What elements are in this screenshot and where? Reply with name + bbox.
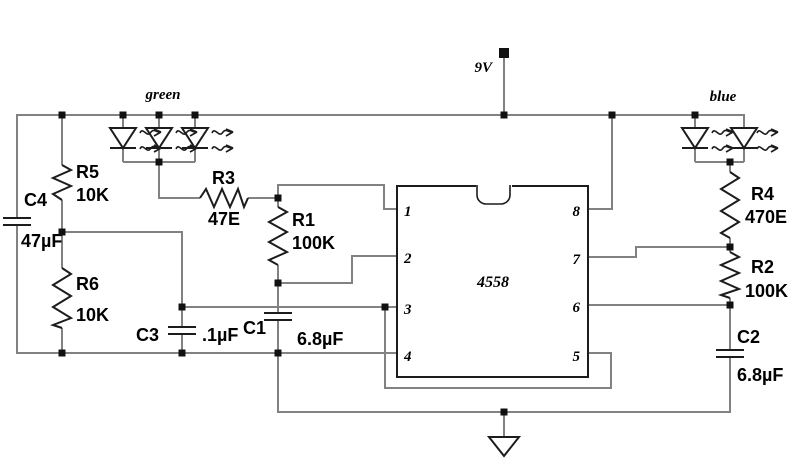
junction-dot bbox=[500, 111, 508, 119]
light-arrow-icon bbox=[175, 144, 198, 153]
light-arrow-icon bbox=[711, 144, 734, 153]
junction-dot bbox=[726, 243, 734, 251]
green-led-cluster: green bbox=[109, 87, 234, 153]
wire-green-led-cathode bbox=[122, 148, 200, 199]
wire-ground-rail bbox=[277, 353, 731, 437]
ic-pin-7: 7 bbox=[573, 252, 581, 268]
value-r3: 47E bbox=[208, 209, 240, 229]
resistors: R5 10K R6 10K R3 47E R1 100K R4 470E R2 … bbox=[50, 162, 788, 329]
value-r5: 10K bbox=[76, 185, 109, 205]
junction-dot bbox=[726, 301, 734, 309]
junction-dot bbox=[274, 349, 282, 357]
resistor-r3 bbox=[199, 186, 249, 210]
junction-dot bbox=[58, 349, 66, 357]
label-c3: C3 bbox=[136, 325, 159, 345]
capacitor-c3 bbox=[168, 326, 196, 335]
label-r3: R3 bbox=[212, 168, 235, 188]
ic-pin-5: 5 bbox=[573, 349, 581, 365]
light-arrow-icon bbox=[139, 144, 162, 153]
junction-dot bbox=[178, 349, 186, 357]
ground-symbol bbox=[486, 436, 522, 458]
light-arrow-icon bbox=[756, 128, 779, 137]
light-arrow-icon bbox=[711, 128, 734, 137]
green-led-label: green bbox=[145, 87, 181, 103]
label-r2: R2 bbox=[751, 257, 774, 277]
wire-bottom-left-rail bbox=[16, 225, 397, 354]
value-c4: 47µF bbox=[21, 231, 62, 251]
power-terminal-square bbox=[499, 48, 509, 58]
wire-r2-c2-pin6 bbox=[588, 298, 731, 350]
junction-dot bbox=[178, 303, 186, 311]
capacitors: C4 47µF C3 .1µF C1 6.8µF C2 6.8µF bbox=[3, 190, 783, 385]
ic-pin-3: 3 bbox=[403, 302, 412, 318]
value-r4: 470E bbox=[745, 207, 787, 227]
junction-dot bbox=[500, 408, 508, 416]
junction-dot bbox=[381, 303, 389, 311]
value-c3: .1µF bbox=[202, 325, 238, 345]
value-c1: 6.8µF bbox=[297, 329, 343, 349]
ic-pin-6: 6 bbox=[573, 300, 581, 316]
resistor-r2 bbox=[717, 251, 742, 299]
label-r5: R5 bbox=[76, 162, 99, 182]
label-c2: C2 bbox=[737, 327, 760, 347]
ic-notch bbox=[476, 185, 511, 205]
capacitor-c2 bbox=[716, 349, 744, 358]
junction-dot bbox=[155, 158, 163, 166]
light-arrow-icon bbox=[756, 144, 779, 153]
ic-part-number: 4558 bbox=[476, 274, 509, 291]
power-9v: 9V bbox=[474, 48, 509, 76]
green-led-1 bbox=[109, 127, 137, 149]
wire-r1-c1-pin2 bbox=[277, 255, 397, 313]
junction-dot bbox=[608, 111, 616, 119]
wire-blue-led-cathode bbox=[694, 148, 745, 172]
label-c4: C4 bbox=[24, 190, 47, 210]
label-r6: R6 bbox=[76, 274, 99, 294]
label-c1: C1 bbox=[243, 318, 266, 338]
junction-dots bbox=[58, 111, 734, 416]
ic-notch-mask bbox=[476, 184, 512, 188]
value-r1: 100K bbox=[292, 233, 335, 253]
blue-led-1 bbox=[681, 127, 709, 149]
wire-r4-r2-pin7 bbox=[588, 238, 731, 258]
capacitor-c4 bbox=[3, 217, 31, 226]
junction-dot bbox=[119, 111, 127, 119]
resistor-r4 bbox=[719, 171, 741, 239]
value-r6: 10K bbox=[76, 305, 109, 325]
ground-triangle-icon bbox=[486, 436, 522, 458]
junction-dot bbox=[155, 111, 163, 119]
blue-led-2 bbox=[730, 127, 758, 149]
label-r1: R1 bbox=[292, 210, 315, 230]
ic-pin-4: 4 bbox=[403, 349, 412, 365]
wires bbox=[16, 53, 745, 437]
ic-pin-2: 2 bbox=[403, 251, 412, 267]
junction-dot bbox=[274, 279, 282, 287]
junction-dot bbox=[58, 111, 66, 119]
junction-dot bbox=[274, 194, 282, 202]
value-r2: 100K bbox=[745, 281, 788, 301]
value-c2: 6.8µF bbox=[737, 365, 783, 385]
blue-led-label: blue bbox=[710, 89, 737, 105]
wire-vplus-rail bbox=[16, 53, 745, 218]
resistor-r1 bbox=[266, 206, 290, 266]
power-label: 9V bbox=[474, 60, 494, 76]
resistor-r5 bbox=[50, 164, 74, 201]
junction-dot bbox=[191, 111, 199, 119]
resistor-r6 bbox=[50, 267, 74, 329]
ic-4558: 4558 1 2 3 4 8 7 6 5 bbox=[396, 184, 589, 378]
ic-pin-8: 8 bbox=[573, 204, 581, 220]
light-arrow-icon bbox=[211, 128, 234, 137]
wire-r3-r1-pin1 bbox=[248, 184, 397, 210]
junction-dot bbox=[58, 228, 66, 236]
blue-led-cluster: blue bbox=[681, 89, 779, 153]
capacitor-c1 bbox=[264, 312, 292, 321]
ic-pin-1: 1 bbox=[404, 204, 412, 220]
light-arrow-icon bbox=[211, 144, 234, 153]
junction-dot bbox=[726, 158, 734, 166]
junction-dot bbox=[691, 111, 699, 119]
label-r4: R4 bbox=[751, 184, 774, 204]
wire-pin3-pin5-loop bbox=[61, 200, 612, 389]
